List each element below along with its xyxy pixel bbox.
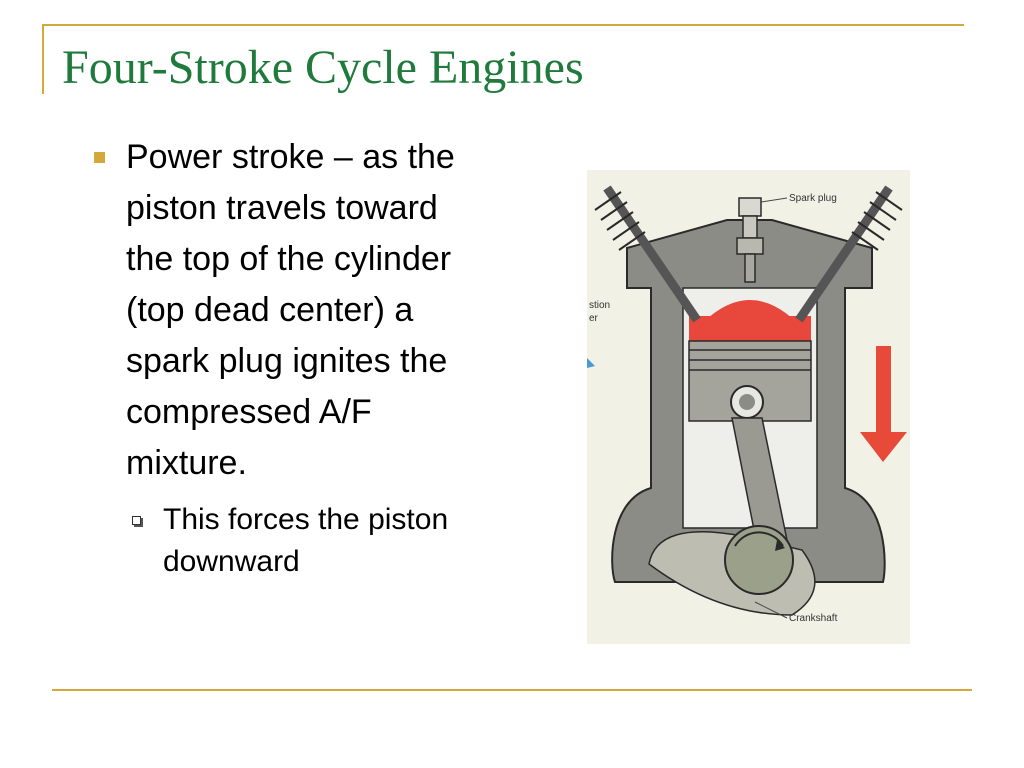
sub-bullet-item: This forces the piston downward <box>126 499 488 583</box>
square-bullet-icon <box>94 152 105 163</box>
bullet-list: Power stroke – as the piston travels tow… <box>88 132 488 583</box>
crank-journal <box>724 525 794 595</box>
crankshaft-label: Crankshaft <box>789 613 838 624</box>
sub-bullet-text: This forces the piston downward <box>163 503 449 578</box>
engine-diagram: Spark plug Crankshaft stion er <box>587 170 910 644</box>
crankshaft-leader <box>754 601 788 619</box>
spark-plug-leader <box>760 197 788 203</box>
slide-title: Four-Stroke Cycle Engines <box>62 41 584 94</box>
exhaust-valve-stem <box>795 185 893 323</box>
hollow-square-bullet-icon <box>132 516 141 525</box>
spark-plug-label: Spark plug <box>789 193 837 204</box>
top-frame-line <box>42 24 964 26</box>
wrist-pin-center <box>739 394 755 410</box>
combustion-gas <box>689 316 811 341</box>
rotation-arrow <box>734 531 784 547</box>
bullet-text: Power stroke – as the piston travels tow… <box>126 138 455 482</box>
intake-valve-spring <box>594 191 646 251</box>
bullet-item: Power stroke – as the piston travels tow… <box>88 132 488 489</box>
rotation-arrow-head <box>775 540 785 551</box>
intake-valve-stem <box>603 185 701 323</box>
bottom-frame-line <box>52 689 972 691</box>
exhaust-valve-spring <box>851 191 903 251</box>
partial-arrow-icon <box>587 358 595 368</box>
left-frame-line <box>42 24 44 94</box>
combustion-label-line2: er <box>589 313 599 324</box>
downward-arrow-icon <box>860 346 907 462</box>
combustion-label-line1: stion <box>589 300 610 311</box>
spark-plug <box>736 197 764 283</box>
